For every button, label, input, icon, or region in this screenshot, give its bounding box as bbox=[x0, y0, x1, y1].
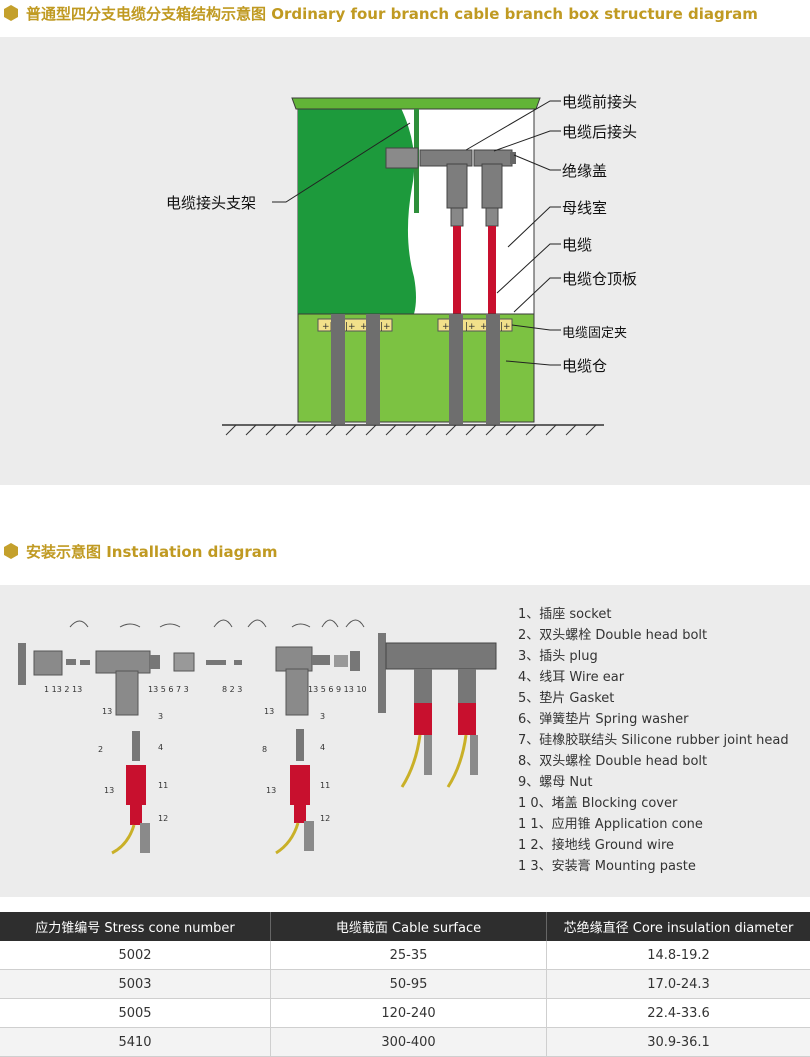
callout: 13 bbox=[102, 707, 112, 716]
side-green-panel bbox=[298, 106, 416, 314]
label-cable-compartment: 电缆仓 bbox=[562, 355, 607, 376]
legend-item: 7、硅橡胶联结头 Silicone rubber joint head bbox=[518, 730, 789, 751]
callout: 3 bbox=[320, 712, 325, 721]
legend-item: 1 1、应用锥 Application cone bbox=[518, 814, 789, 835]
roof bbox=[292, 98, 540, 109]
table-cell: 5410 bbox=[0, 1028, 271, 1057]
label-cable-clamp: 电缆固定夹 bbox=[562, 322, 627, 341]
structure-diagram: +| |+ +| |+ +| |+ +| |+ bbox=[0, 37, 810, 485]
callout: 13 bbox=[72, 685, 82, 694]
label-cable-rear-joint: 电缆后接头 bbox=[562, 121, 637, 142]
legend-item: 8、双头螺栓 Double head bolt bbox=[518, 751, 789, 772]
table-header-row: 应力锥编号 Stress cone number 电缆截面 Cable surf… bbox=[0, 912, 810, 941]
table-row: 5002 25-35 14.8-19.2 bbox=[0, 941, 810, 970]
table-cell: 5005 bbox=[0, 999, 271, 1028]
callout: 13 bbox=[148, 685, 158, 694]
callout-row-left-top: 1 13 2 13 bbox=[44, 685, 82, 694]
installation-diagram bbox=[0, 585, 510, 897]
legend-item: 1 3、安装膏 Mounting paste bbox=[518, 856, 789, 877]
svg-text:+|: +| bbox=[322, 322, 333, 332]
callout: 5 bbox=[321, 685, 326, 694]
callout: 6 bbox=[168, 685, 173, 694]
callout: 13 bbox=[266, 786, 276, 795]
svg-text:|+: |+ bbox=[465, 322, 476, 332]
callout: 11 bbox=[158, 781, 168, 790]
column-header: 应力锥编号 Stress cone number bbox=[0, 912, 271, 941]
callout: 8 bbox=[262, 745, 267, 754]
callout: 3 bbox=[237, 685, 242, 694]
legend-item: 4、线耳 Wire ear bbox=[518, 667, 789, 688]
table-cell: 30.9-36.1 bbox=[547, 1028, 810, 1057]
callout: 6 bbox=[328, 685, 333, 694]
legend-item: 1、插座 socket bbox=[518, 604, 789, 625]
callout: 8 bbox=[222, 685, 227, 694]
svg-text:|+: |+ bbox=[380, 322, 391, 332]
table-cell: 17.0-24.3 bbox=[547, 970, 810, 999]
legend-item: 9、螺母 Nut bbox=[518, 772, 789, 793]
label-cable-top-plate: 电缆仓顶板 bbox=[562, 268, 637, 289]
parts-legend: 1、插座 socket 2、双头螺栓 Double head bolt 3、插头… bbox=[518, 604, 789, 877]
legend-item: 5、垫片 Gasket bbox=[518, 688, 789, 709]
svg-text:|+: |+ bbox=[345, 322, 356, 332]
label-cable-front-joint: 电缆前接头 bbox=[562, 91, 637, 112]
stress-cone-spec-table: 应力锥编号 Stress cone number 电缆截面 Cable surf… bbox=[0, 912, 810, 1057]
section-title: 普通型四分支电缆分支箱结构示意图 Ordinary four branch ca… bbox=[26, 3, 758, 24]
table-cell: 25-35 bbox=[271, 941, 547, 970]
callout: 13 bbox=[52, 685, 62, 694]
callout-row-right-top: 13 5 6 9 13 10 bbox=[308, 685, 367, 694]
callout: 10 bbox=[356, 685, 366, 694]
callout: 4 bbox=[158, 743, 163, 752]
callout: 4 bbox=[320, 743, 325, 752]
label-cable: 电缆 bbox=[562, 234, 592, 255]
ground-hatch bbox=[226, 425, 596, 435]
callout: 5 bbox=[161, 685, 166, 694]
svg-text:|+: |+ bbox=[500, 322, 511, 332]
legend-item: 1 0、堵盖 Blocking cover bbox=[518, 793, 789, 814]
callout-row-center: 8 2 3 bbox=[222, 685, 242, 694]
callout: 12 bbox=[158, 814, 168, 823]
label-busbar-chamber: 母线室 bbox=[562, 197, 607, 218]
legend-item: 6、弹簧垫片 Spring washer bbox=[518, 709, 789, 730]
table-cell: 5002 bbox=[0, 941, 271, 970]
table-cell: 14.8-19.2 bbox=[547, 941, 810, 970]
callout: 9 bbox=[336, 685, 341, 694]
callout: 11 bbox=[320, 781, 330, 790]
legend-item: 1 2、接地线 Ground wire bbox=[518, 835, 789, 856]
legend-item: 2、双头螺栓 Double head bolt bbox=[518, 625, 789, 646]
callout: 3 bbox=[184, 685, 189, 694]
section-header-installation: 安装示意图 Installation diagram bbox=[0, 538, 278, 564]
callout: 1 bbox=[44, 685, 49, 694]
label-cable-joint-bracket: 电缆接头支架 bbox=[166, 192, 256, 213]
callout: 12 bbox=[320, 814, 330, 823]
table-row: 5410 300-400 30.9-36.1 bbox=[0, 1028, 810, 1057]
table-row: 5005 120-240 22.4-33.6 bbox=[0, 999, 810, 1028]
callout: 13 bbox=[308, 685, 318, 694]
callout: 2 bbox=[230, 685, 235, 694]
column-header: 电缆截面 Cable surface bbox=[271, 912, 547, 941]
table-cell: 120-240 bbox=[271, 999, 547, 1028]
callout: 2 bbox=[64, 685, 69, 694]
callout: 13 bbox=[264, 707, 274, 716]
table-cell: 5003 bbox=[0, 970, 271, 999]
callout-row-left-mid: 13 5 6 7 3 bbox=[148, 685, 189, 694]
legend-item: 3、插头 plug bbox=[518, 646, 789, 667]
table-cell: 22.4-33.6 bbox=[547, 999, 810, 1028]
callout: 7 bbox=[176, 685, 181, 694]
column-header: 芯绝缘直径 Core insulation diameter bbox=[547, 912, 810, 941]
label-insulation-cover: 绝缘盖 bbox=[562, 160, 607, 181]
hexagon-bullet-icon bbox=[4, 5, 18, 21]
callout: 2 bbox=[98, 745, 103, 754]
table-row: 5003 50-95 17.0-24.3 bbox=[0, 970, 810, 999]
callout: 3 bbox=[158, 712, 163, 721]
structure-diagram-panel: +| |+ +| |+ +| |+ +| |+ bbox=[0, 37, 810, 485]
section-title: 安装示意图 Installation diagram bbox=[26, 541, 278, 562]
callout: 13 bbox=[104, 786, 114, 795]
table-cell: 50-95 bbox=[271, 970, 547, 999]
table-cell: 300-400 bbox=[271, 1028, 547, 1057]
hexagon-bullet-icon bbox=[4, 543, 18, 559]
section-header-structure: 普通型四分支电缆分支箱结构示意图 Ordinary four branch ca… bbox=[0, 0, 758, 26]
callout: 13 bbox=[344, 685, 354, 694]
